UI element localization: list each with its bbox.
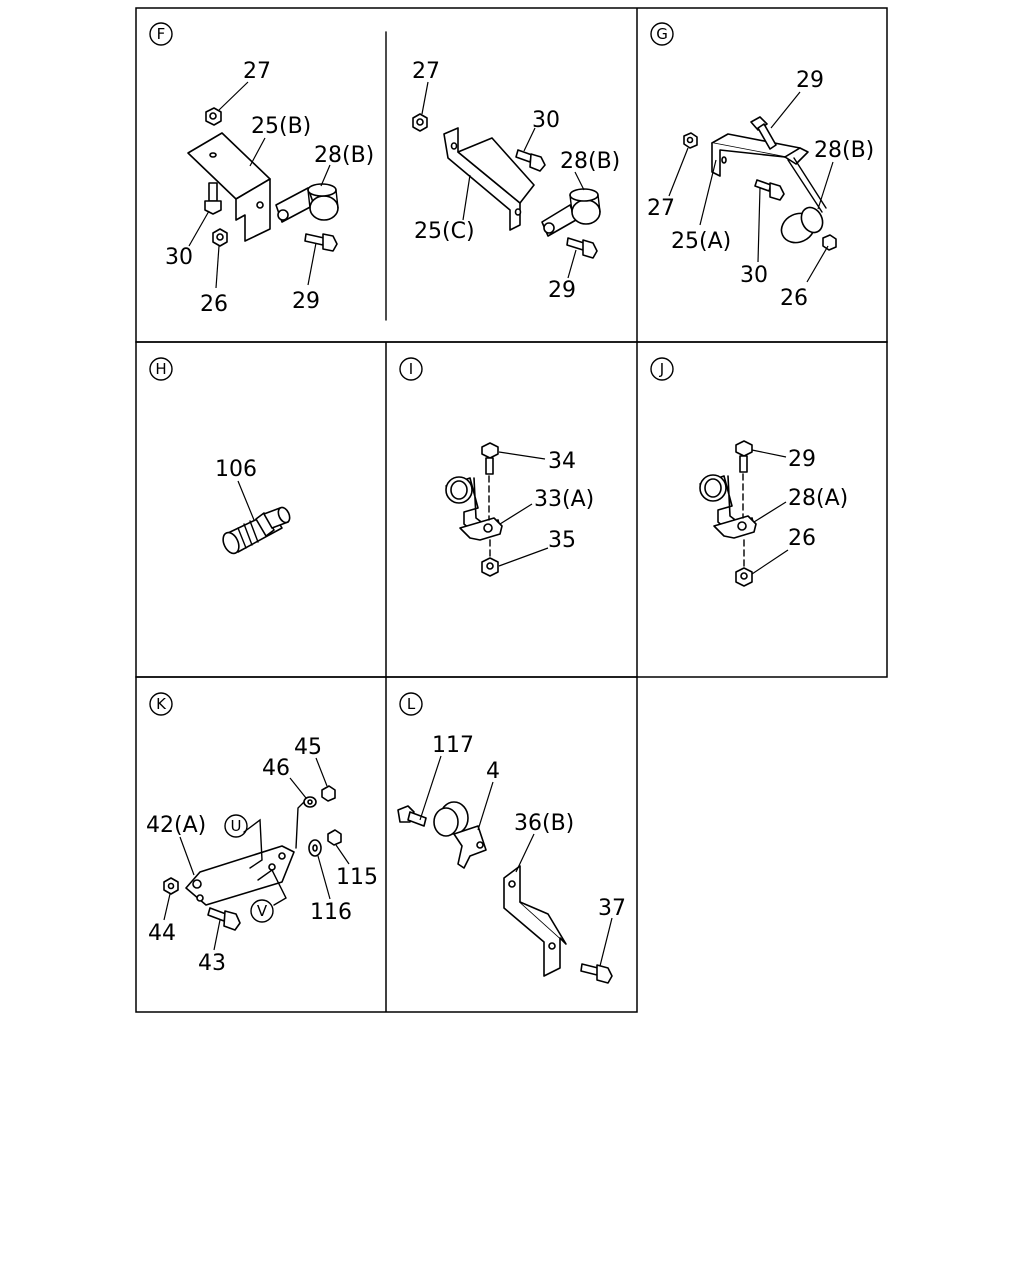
panel-j-id: J — [659, 360, 664, 378]
label-106: 106 — [215, 457, 257, 482]
panel-frames — [135, 7, 888, 1013]
nut-35 — [481, 557, 499, 577]
bracket-36b — [503, 865, 567, 977]
bolt-37 — [580, 963, 613, 984]
label-34: 34 — [548, 449, 576, 474]
label-44: 44 — [148, 921, 176, 946]
washer-116 — [308, 839, 322, 857]
panel-k-id: K — [156, 695, 167, 713]
panel-k-marker — [149, 692, 173, 716]
label-29: 29 — [292, 289, 320, 314]
bolt-43 — [207, 907, 241, 931]
label-28a: 28(A) — [788, 486, 848, 511]
label-46: 46 — [262, 756, 290, 781]
nut-27 — [683, 132, 698, 149]
label-26: 26 — [780, 286, 808, 311]
fitting-106 — [222, 506, 291, 555]
view-u-label: U — [231, 817, 242, 835]
clip-28a — [699, 474, 757, 539]
label-35: 35 — [548, 528, 576, 553]
label-30: 30 — [532, 108, 560, 133]
bolt-30 — [204, 182, 222, 215]
panel-j-marker — [650, 357, 674, 381]
panel-f-id: F — [157, 25, 166, 43]
label-25b: 25(B) — [251, 114, 311, 139]
panel-f-right: 27 30 28(B) 25(C) 29 — [412, 59, 620, 303]
panel-h-id: H — [155, 360, 166, 378]
clamp-28b — [541, 188, 601, 237]
bracket-25b — [187, 132, 271, 242]
washer-46 — [303, 796, 317, 808]
nut-26 — [735, 567, 753, 587]
bolt-29 — [566, 237, 598, 259]
label-27: 27 — [412, 59, 440, 84]
nut-26 — [822, 234, 837, 251]
label-29: 29 — [796, 68, 824, 93]
clip-4 — [433, 801, 487, 869]
panel-g: G — [647, 22, 874, 311]
label-25c: 25(C) — [414, 219, 475, 244]
view-v-label: V — [257, 902, 268, 920]
label-42a: 42(A) — [146, 813, 206, 838]
label-28b: 28(B) — [560, 149, 620, 174]
label-43: 43 — [198, 951, 226, 976]
label-45: 45 — [294, 735, 322, 760]
panel-l-id: L — [407, 695, 416, 713]
bracket-25c — [443, 127, 535, 231]
label-36b: 36(B) — [514, 811, 574, 836]
label-26: 26 — [200, 292, 228, 317]
label-29: 29 — [548, 278, 576, 303]
nut-44 — [163, 877, 179, 895]
label-37: 37 — [598, 896, 626, 921]
panel-i-marker — [399, 357, 423, 381]
panel-l-marker — [399, 692, 423, 716]
label-28b: 28(B) — [814, 138, 874, 163]
clamp-28b — [275, 183, 339, 223]
bracket-25a — [711, 133, 809, 177]
nut-27 — [412, 113, 428, 132]
view-u-marker — [224, 814, 248, 838]
bracket-42a — [185, 845, 295, 906]
panel-h: H 106 — [149, 357, 291, 555]
label-33a: 33(A) — [534, 487, 594, 512]
panel-h-marker — [149, 357, 173, 381]
nut-27 — [205, 107, 222, 126]
bolt-117 — [397, 805, 427, 827]
view-v-marker — [250, 899, 274, 923]
nut-26 — [212, 228, 228, 247]
label-117: 117 — [432, 733, 474, 758]
label-29: 29 — [788, 447, 816, 472]
panel-f: F — [149, 22, 374, 317]
clip-33a — [445, 476, 503, 541]
panel-g-marker — [650, 22, 674, 46]
nut-45 — [321, 785, 336, 802]
panel-j: J 29 28(A) 26 — [650, 357, 848, 587]
bolt-29 — [750, 116, 777, 150]
nut-115 — [327, 829, 342, 846]
label-28b: 28(B) — [314, 143, 374, 168]
panel-f-marker — [149, 22, 173, 46]
panel-i: I 34 33(A) 35 — [399, 357, 594, 577]
label-25a: 25(A) — [671, 229, 731, 254]
bolt-29 — [735, 440, 753, 473]
bolt-29 — [304, 233, 338, 252]
label-27: 27 — [243, 59, 271, 84]
label-27: 27 — [647, 196, 675, 221]
panel-l: L 117 4 36(B) 37 — [397, 692, 626, 984]
clamp-28b — [780, 157, 827, 244]
panel-g-id: G — [656, 25, 668, 43]
label-30: 30 — [740, 263, 768, 288]
label-115: 115 — [336, 865, 378, 890]
label-26: 26 — [788, 526, 816, 551]
bolt-30 — [515, 149, 546, 172]
panel-i-id: I — [409, 360, 413, 378]
bolt-34 — [481, 442, 499, 475]
label-4: 4 — [486, 759, 500, 784]
label-116: 116 — [310, 900, 352, 925]
bolt-30 — [754, 179, 785, 201]
label-30: 30 — [165, 245, 193, 270]
panel-k: K — [146, 692, 378, 976]
